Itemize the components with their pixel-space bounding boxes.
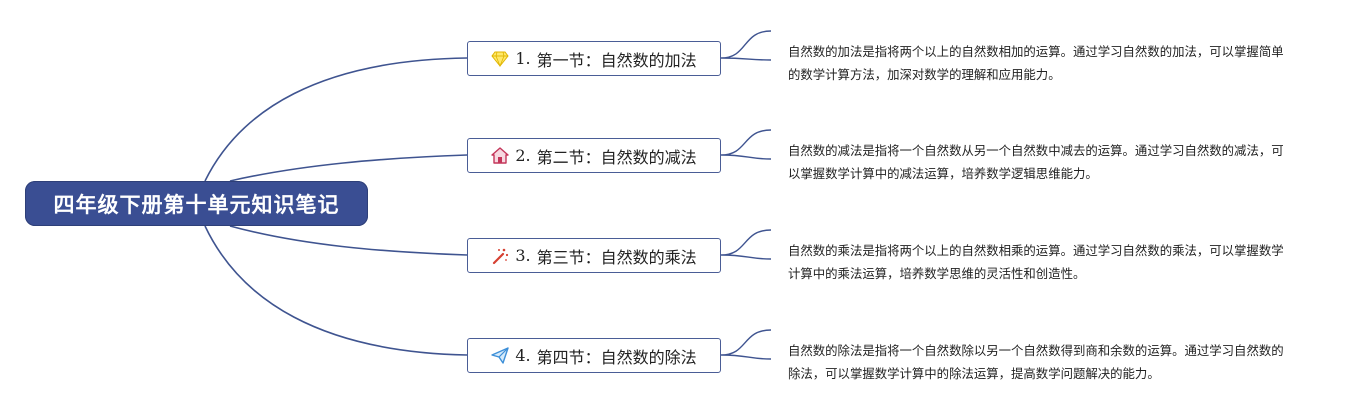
topic-4-number: 4. bbox=[515, 346, 531, 365]
diamond-icon bbox=[491, 50, 509, 68]
topic-4-title: 第四节：自然数的除法 bbox=[536, 347, 697, 367]
topic-3-number: 3. bbox=[515, 246, 531, 265]
home-icon bbox=[491, 147, 510, 165]
topic-4[interactable]: 4. 第四节：自然数的除法 bbox=[467, 338, 721, 373]
topic-3[interactable]: 3. 第三节：自然数的乘法 bbox=[467, 238, 721, 273]
topic-2-number: 2. bbox=[515, 146, 531, 165]
connector-root-to-topic-3 bbox=[229, 225, 468, 256]
paper-plane-icon bbox=[491, 347, 510, 365]
connector-topic-1-to-note bbox=[720, 30, 772, 61]
note-topic-4: 自然数的除法是指将一个自然数除以另一个自然数得到商和余数的运算。通过学习自然数的… bbox=[788, 343, 1284, 381]
connector-topic-2-to-note bbox=[720, 129, 772, 160]
note-topic-1: 自然数的加法是指将两个以上的自然数相加的运算。通过学习自然数的加法，可以掌握简单… bbox=[788, 44, 1284, 82]
connector-topic-3-to-note bbox=[720, 229, 772, 260]
topic-1-number: 1. bbox=[515, 49, 531, 68]
connector-root-to-topic-2 bbox=[229, 154, 468, 182]
connector-root-to-topic-1 bbox=[204, 57, 468, 182]
topic-3-title: 第三节：自然数的乘法 bbox=[536, 247, 697, 267]
connector-root-to-topic-4 bbox=[204, 225, 468, 356]
topic-1[interactable]: 1. 第一节：自然数的加法 bbox=[467, 41, 721, 76]
magic-wand-icon bbox=[491, 247, 509, 265]
topic-2-title: 第二节：自然数的减法 bbox=[536, 147, 697, 167]
root-topic[interactable]: 四年级下册第十单元知识笔记 bbox=[25, 181, 368, 226]
note-topic-3: 自然数的乘法是指将两个以上的自然数相乘的运算。通过学习自然数的乘法，可以掌握数学… bbox=[788, 243, 1284, 281]
topic-1-title: 第一节：自然数的加法 bbox=[536, 50, 697, 70]
connector-topic-4-to-note bbox=[720, 329, 772, 360]
root-title: 四年级下册第十单元知识笔记 bbox=[53, 192, 340, 217]
note-topic-2: 自然数的减法是指将一个自然数从另一个自然数中减去的运算。通过学习自然数的减法，可… bbox=[788, 143, 1284, 181]
topic-2[interactable]: 2. 第二节：自然数的减法 bbox=[467, 138, 721, 173]
